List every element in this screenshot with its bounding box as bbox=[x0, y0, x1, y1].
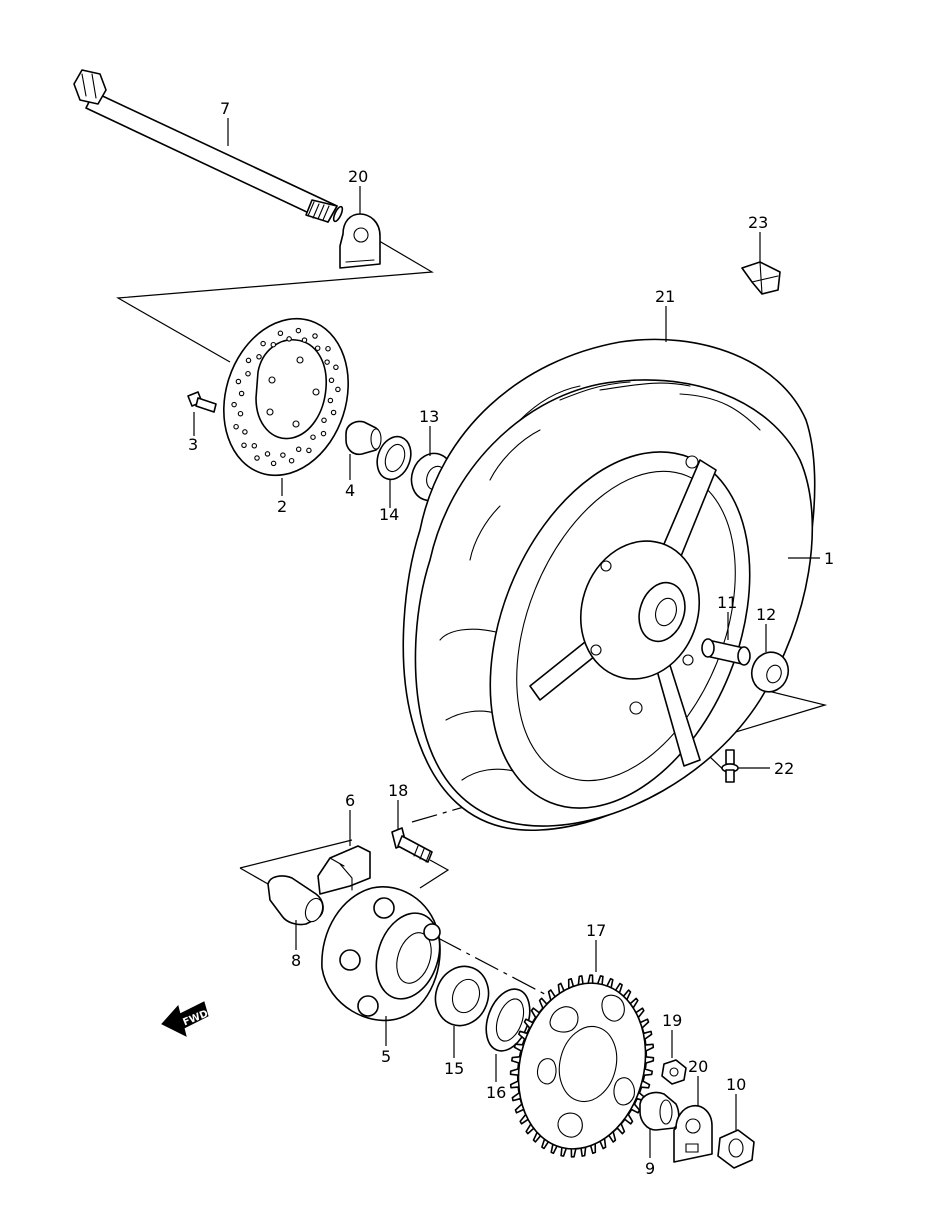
oil-seal-left bbox=[371, 432, 416, 484]
disc-vent-hole bbox=[322, 418, 326, 422]
callout-20-upper: 20 bbox=[348, 167, 368, 186]
callout-8: 8 bbox=[291, 951, 301, 970]
callout-16: 16 bbox=[486, 1083, 506, 1102]
disc-vent-hole bbox=[311, 435, 315, 439]
disc-vent-hole bbox=[334, 365, 338, 369]
brake-disc bbox=[204, 302, 368, 491]
callout-23: 23 bbox=[748, 213, 768, 232]
disc-vent-hole bbox=[246, 358, 250, 362]
disc-vent-hole bbox=[313, 334, 317, 338]
oil-seal-sprocket bbox=[478, 983, 537, 1057]
callout-6: 6 bbox=[345, 791, 355, 810]
callout-3: 3 bbox=[188, 435, 198, 454]
disc-vent-hole bbox=[325, 360, 329, 364]
disc-vent-hole bbox=[336, 387, 340, 391]
tire-valve bbox=[722, 750, 738, 782]
chain-adjuster-lower bbox=[674, 1106, 712, 1162]
bearing-right bbox=[746, 647, 794, 697]
disc-vent-hole bbox=[246, 372, 250, 376]
chain-adjuster-upper bbox=[340, 214, 380, 268]
disc-vent-hole bbox=[287, 337, 291, 341]
disc-vent-hole bbox=[307, 448, 311, 452]
callout-9: 9 bbox=[645, 1159, 655, 1178]
callout-10: 10 bbox=[726, 1075, 746, 1094]
callout-12: 12 bbox=[756, 605, 776, 624]
spacer-left bbox=[346, 422, 381, 455]
disc-vent-hole bbox=[281, 453, 285, 457]
fwd-arrow-icon bbox=[162, 1002, 208, 1036]
disc-vent-hole bbox=[271, 461, 275, 465]
collar bbox=[268, 876, 326, 925]
collar-right bbox=[640, 1092, 679, 1130]
sprocket-nut bbox=[662, 1060, 686, 1084]
disc-vent-hole bbox=[239, 391, 243, 395]
disc-vent-hole bbox=[234, 425, 238, 429]
disc-vent-hole bbox=[252, 444, 256, 448]
clip bbox=[742, 262, 780, 294]
inner-spacer bbox=[702, 639, 750, 665]
disc-bolt bbox=[188, 392, 216, 412]
disc-vent-hole bbox=[326, 347, 330, 351]
disc-vent-hole bbox=[238, 412, 242, 416]
bearing-sprocket bbox=[427, 959, 496, 1033]
disc-vent-hole bbox=[321, 431, 325, 435]
axle bbox=[74, 70, 344, 223]
sprocket-bolt bbox=[392, 828, 432, 862]
callout-7: 7 bbox=[220, 99, 230, 118]
disc-vent-hole bbox=[316, 346, 320, 350]
rear-sprocket bbox=[502, 969, 663, 1162]
disc-vent-hole bbox=[296, 328, 300, 332]
disc-vent-hole bbox=[297, 447, 301, 451]
disc-vent-hole bbox=[236, 379, 240, 383]
callout-19: 19 bbox=[662, 1011, 682, 1030]
disc-vent-hole bbox=[243, 430, 247, 434]
disc-vent-hole bbox=[261, 341, 265, 345]
callout-11: 11 bbox=[717, 593, 737, 612]
sprocket-hub bbox=[322, 887, 450, 1021]
disc-vent-hole bbox=[257, 355, 261, 359]
disc-vent-hole bbox=[289, 459, 293, 463]
hub-damper bbox=[318, 846, 370, 894]
disc-vent-hole bbox=[328, 398, 332, 402]
callout-18: 18 bbox=[388, 781, 408, 800]
callout-4: 4 bbox=[345, 481, 355, 500]
callout-15: 15 bbox=[444, 1059, 464, 1078]
wheel-and-tire bbox=[403, 339, 814, 846]
disc-vent-hole bbox=[255, 456, 259, 460]
callout-13: 13 bbox=[419, 407, 439, 426]
callout-labels: 7 20 23 21 3 13 4 14 2 1 11 12 22 6 18 8… bbox=[188, 99, 834, 1178]
disc-vent-holes bbox=[232, 328, 340, 465]
callout-1: 1 bbox=[824, 549, 834, 568]
callout-leaders bbox=[194, 118, 820, 1158]
disc-vent-hole bbox=[302, 338, 306, 342]
disc-vent-hole bbox=[271, 343, 275, 347]
callout-14: 14 bbox=[379, 505, 399, 524]
callout-5: 5 bbox=[381, 1047, 391, 1066]
disc-vent-hole bbox=[331, 410, 335, 414]
fwd-direction-marker: FWD bbox=[162, 1002, 210, 1036]
callout-2: 2 bbox=[277, 497, 287, 516]
disc-vent-hole bbox=[242, 443, 246, 447]
axle-nut bbox=[718, 1130, 754, 1168]
callout-17: 17 bbox=[586, 921, 606, 940]
callout-21: 21 bbox=[655, 287, 675, 306]
disc-vent-hole bbox=[265, 452, 269, 456]
callout-20-lower: 20 bbox=[688, 1057, 708, 1076]
callout-22: 22 bbox=[774, 759, 794, 778]
disc-vent-hole bbox=[329, 378, 333, 382]
disc-vent-hole bbox=[232, 402, 236, 406]
disc-vent-hole bbox=[278, 331, 282, 335]
